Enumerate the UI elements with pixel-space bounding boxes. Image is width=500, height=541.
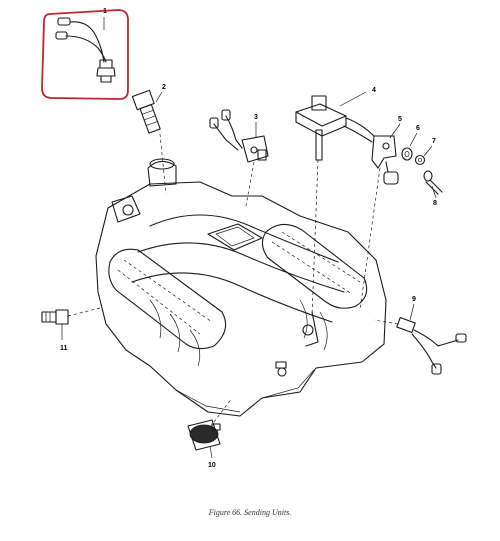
callout-2: 2 [162,84,166,91]
part-9-sensor-harness [396,317,467,375]
part-10-pressure-sender [187,419,221,459]
part-4-sender-assembly [295,95,375,161]
part-7-lockwasher [414,154,426,166]
callout-10: 10 [208,462,216,469]
engine-block [95,158,387,417]
callout-11: 11 [60,345,68,352]
highlight-box [41,9,129,100]
callout-8: 8 [433,200,437,207]
part-2-sending-unit [131,89,161,134]
figure-caption: Figure 66. Sending Units. [208,508,292,517]
callout-5: 5 [398,116,402,123]
part-11-temp-sender [41,309,69,340]
part-6-washer [401,147,413,161]
callout-1: 1 [103,8,107,15]
part-8-screw [423,170,443,195]
callout-3: 3 [254,114,258,121]
part-1-sensor-harness [55,17,116,83]
callout-6: 6 [416,125,420,132]
callout-9: 9 [412,296,416,303]
part-5-bracket [371,135,399,185]
callout-7: 7 [432,138,436,145]
callout-4: 4 [372,87,376,94]
part-3-switch [209,109,269,163]
